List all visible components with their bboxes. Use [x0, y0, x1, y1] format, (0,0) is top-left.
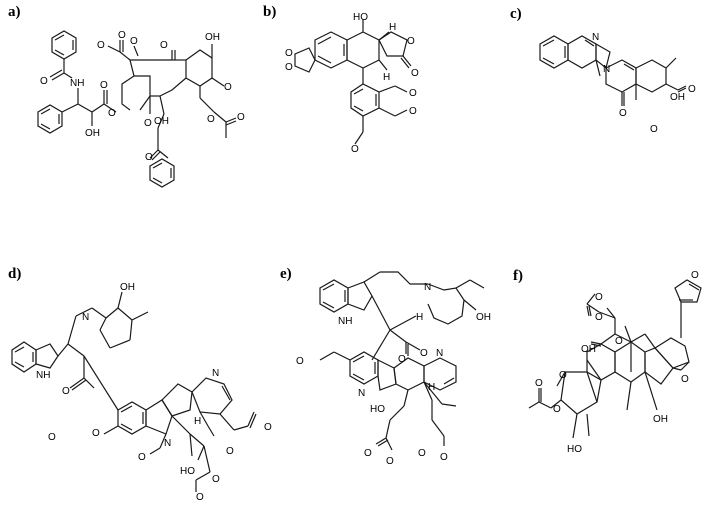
molecule-e: [319, 271, 485, 451]
atom-label: O: [62, 386, 70, 397]
atom-label: N: [436, 348, 443, 359]
atom-label: O: [440, 452, 448, 463]
atom-label: NH: [36, 370, 50, 381]
atom-label: O: [615, 336, 623, 347]
atom-label: O: [97, 40, 105, 51]
bond: [51, 30, 77, 60]
atom-label: H: [428, 382, 435, 393]
atom-label: O: [691, 270, 699, 281]
atom-label: O: [226, 446, 234, 457]
panel-a: a): [0, 0, 260, 200]
molecule-f-labels: O O O O OH O O O O OH HO: [535, 270, 699, 455]
atom-label: N: [164, 438, 171, 449]
atom-label: O: [108, 108, 116, 119]
atom-label: O: [224, 82, 232, 93]
atom-label: O: [207, 114, 215, 125]
atom-label: O: [144, 118, 152, 129]
atom-label: OH: [653, 414, 668, 425]
panel-label-b: b): [263, 4, 277, 20]
atom-label: O: [212, 474, 220, 485]
atom-label: N: [82, 312, 89, 323]
atom-label: OH: [205, 32, 220, 43]
atom-label: O: [160, 40, 168, 51]
atom-label: O: [407, 36, 415, 47]
atom-label: O: [351, 144, 359, 155]
atom-label: O: [138, 452, 146, 463]
atom-label: OH: [154, 116, 169, 127]
atom-label: O: [559, 370, 567, 381]
atom-label: OH: [476, 312, 491, 323]
atom-label: O: [100, 80, 108, 91]
atom-label: N: [358, 388, 365, 399]
molecule-d: [11, 291, 257, 492]
atom-label: O: [409, 106, 417, 117]
molecule-d-labels: OH N NH O O O N H N O HO O O O O: [36, 282, 272, 503]
atom-label: H: [383, 72, 390, 83]
atom-label: O: [650, 124, 658, 135]
atom-label: O: [595, 292, 603, 303]
atom-label: N: [603, 64, 610, 75]
atom-label: O: [264, 422, 272, 433]
atom-label: O: [386, 456, 394, 467]
panel-f: f) O O O O OH O O: [505, 260, 719, 522]
atom-label: O: [535, 378, 543, 389]
atom-label: O: [196, 492, 204, 503]
panel-label-a: a): [8, 4, 21, 20]
molecule-a: [37, 30, 237, 188]
atom-label: N: [424, 282, 431, 293]
atom-label: O: [92, 428, 100, 439]
atom-label: OH: [581, 344, 596, 355]
atom-label: O: [40, 76, 48, 87]
atom-label: O: [118, 30, 126, 41]
atom-label: H: [194, 416, 201, 427]
atom-label: O: [681, 374, 689, 385]
molecule-c: [539, 35, 687, 106]
molecule-b: [294, 20, 412, 145]
atom-label: O: [364, 448, 372, 459]
atom-label: NH: [338, 316, 352, 327]
atom-label: O: [398, 354, 406, 365]
atom-label: O: [285, 62, 293, 73]
atom-label: O: [409, 88, 417, 99]
atom-label: NH: [70, 78, 84, 89]
atom-label: O: [296, 356, 304, 367]
atom-label: OH: [670, 92, 685, 103]
atom-label: O: [130, 36, 138, 47]
panel-label-f: f): [513, 268, 523, 284]
atom-label: OH: [120, 282, 135, 293]
atom-label: N: [212, 368, 219, 379]
atom-label: O: [285, 48, 293, 59]
atom-label: H: [389, 22, 396, 33]
atom-label: H: [416, 312, 423, 323]
panel-c: c) N N OH O O O: [500, 0, 719, 200]
panel-b: b) HO H O O O H O O O O: [255, 0, 485, 200]
atom-label: O: [619, 108, 627, 119]
atom-label: HO: [180, 466, 195, 477]
atom-label: O: [688, 84, 696, 95]
atom-label: HO: [370, 404, 385, 415]
atom-label: O: [411, 68, 419, 79]
atom-label: O: [237, 112, 245, 123]
molecule-e-labels: N NH OH H O O O N H N HO O O O O: [296, 282, 491, 467]
molecule-c-labels: N N OH O O O: [592, 32, 696, 135]
panel-d: d) OH: [0, 260, 300, 522]
atom-label: O: [418, 448, 426, 459]
molecule-b-labels: HO H O O O H O O O O: [285, 12, 419, 155]
panel-label-d: d): [8, 266, 22, 282]
panel-label-e: e): [280, 266, 292, 282]
atom-label: HO: [353, 12, 368, 23]
molecule-f: [528, 279, 702, 439]
molecule-a-labels: O O O NH O O O OH OH O OH O O O O O: [40, 30, 245, 163]
atom-label: HO: [567, 444, 582, 455]
atom-label: O: [145, 152, 153, 163]
atom-label: OH: [85, 128, 100, 139]
atom-label: O: [595, 312, 603, 323]
atom-label: N: [592, 32, 599, 43]
panel-label-c: c): [510, 6, 522, 22]
atom-label: O: [420, 348, 428, 359]
panel-e: e) N NH OH H O O O N: [268, 260, 508, 522]
atom-label: O: [48, 432, 56, 443]
atom-label: O: [553, 404, 561, 415]
